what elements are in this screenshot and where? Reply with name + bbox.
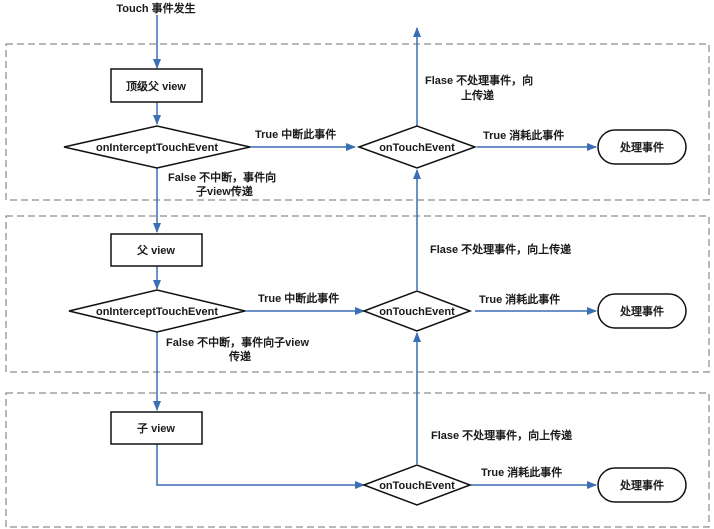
edge-label-touch1-false: Flase 不处理事件，向 上传递: [425, 73, 536, 102]
decision-touch-2: [361, 290, 473, 332]
edge-label-touch2-true: True 消耗此事件: [479, 292, 560, 306]
edge-label-intercept2-false-line2: 传递: [228, 349, 251, 363]
terminal-handle-1: [597, 129, 687, 165]
node-parent-view: 父 view: [136, 244, 175, 257]
decision-intercept-1-label: onInterceptTouchEvent: [96, 142, 218, 154]
section-frame-top-parent: [5, 43, 710, 201]
decision-touch-3: [361, 464, 473, 506]
edge-label-touch3-false: Flase 不处理事件，向上传递: [431, 428, 572, 442]
node-top-parent-view-box: [110, 68, 203, 103]
edge-label-touch1-false-line2: 上传递: [461, 88, 494, 102]
node-top-parent-view: 顶级父 view: [126, 79, 186, 93]
edge-label-touch3-true: True 消耗此事件: [481, 465, 562, 479]
connector-child-to-touch: [156, 444, 365, 489]
edge-label-intercept1-false-line1: False 不中断，事件向: [168, 170, 276, 184]
edge-label-intercept2-false-line1: False 不中断，事件向子view: [166, 335, 309, 349]
section-frame-parent: [5, 215, 710, 373]
node-child-view-box: [110, 411, 203, 445]
edge-label-intercept1-true: True 中断此事件: [255, 127, 336, 141]
edge-label-touch1-true: True 消耗此事件: [483, 128, 564, 142]
decision-intercept-2-label: onInterceptTouchEvent: [96, 306, 218, 318]
decision-intercept-1: [63, 125, 251, 169]
start-label: Touch 事件发生: [116, 1, 195, 15]
terminal-handle-3-label: 处理事件: [619, 478, 664, 492]
edge-label-intercept1-false-line2: 子view传递: [196, 184, 253, 198]
terminal-handle-3: [597, 467, 687, 503]
edge-label-intercept2-true: True 中断此事件: [258, 291, 339, 305]
decision-touch-3-label: onTouchEvent: [379, 480, 455, 492]
decision-touch-1: [356, 125, 478, 169]
edge-label-touch1-false-line1: Flase 不处理事件，向: [425, 73, 533, 87]
terminal-handle-1-label: 处理事件: [619, 140, 664, 154]
node-child-view: 子 view: [137, 422, 175, 435]
decision-touch-1-label: onTouchEvent: [379, 142, 455, 154]
terminal-handle-2-label: 处理事件: [619, 304, 664, 318]
decision-intercept-2: [68, 289, 246, 333]
terminal-handle-2: [597, 293, 687, 329]
edge-label-intercept1-false: False 不中断，事件向 子view传递: [168, 170, 279, 198]
section-frame-child: [5, 392, 710, 528]
edge-label-touch3-false-line1: Flase 不处理事件，向上传递: [431, 428, 572, 442]
node-parent-view-box: [110, 233, 203, 267]
decision-touch-2-label: onTouchEvent: [379, 306, 455, 318]
edge-label-intercept2-false: False 不中断，事件向子view 传递: [166, 335, 312, 363]
edge-label-touch2-false: Flase 不处理事件，向上传递: [430, 242, 571, 256]
edge-label-touch2-false-line1: Flase 不处理事件，向上传递: [430, 242, 571, 256]
